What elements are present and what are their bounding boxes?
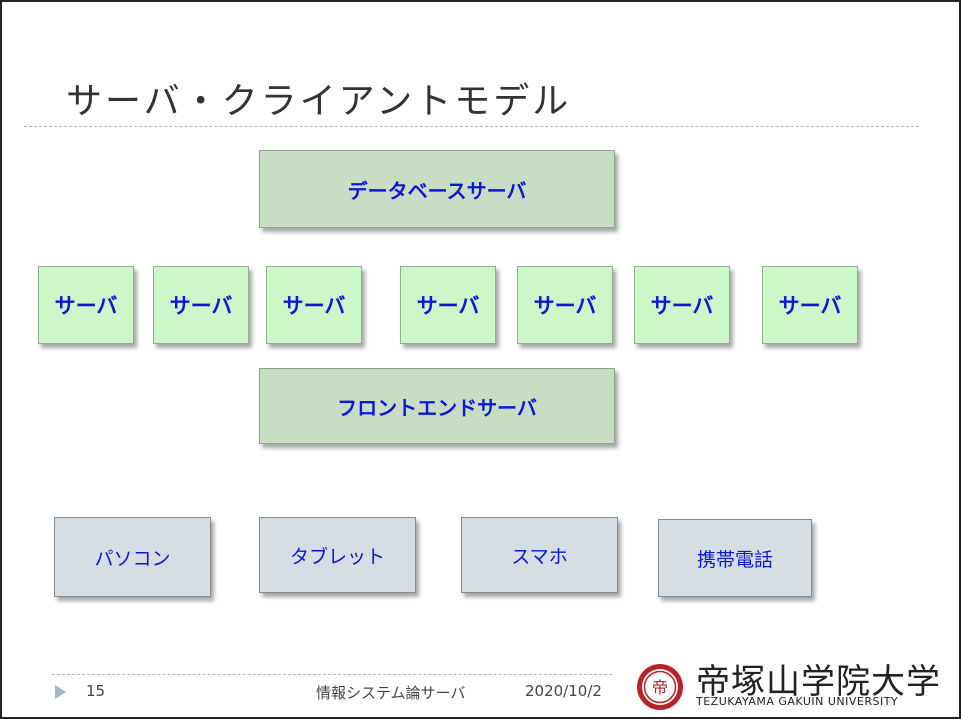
- university-name-english: TEZUKAYAMA GAKUIN UNIVERSITY: [696, 695, 899, 708]
- server-box-5: サーバ: [517, 266, 613, 344]
- slide-title: サーバ・クライアントモデル: [66, 81, 572, 122]
- client-label: パソコン: [94, 547, 171, 570]
- server-label: サーバ: [54, 294, 118, 318]
- university-name: 帝塚山学院大学: [696, 662, 941, 702]
- server-box-6: サーバ: [634, 266, 730, 344]
- university-seal-icon: 帝: [637, 664, 683, 710]
- server-label: サーバ: [282, 294, 346, 318]
- server-label: サーバ: [169, 294, 233, 318]
- server-label: サーバ: [778, 294, 842, 318]
- page-number: 15: [86, 682, 106, 700]
- server-box-4: サーバ: [400, 266, 496, 344]
- database-server-label: データベースサーバ: [347, 178, 527, 203]
- server-label: サーバ: [650, 294, 714, 318]
- server-label: サーバ: [416, 294, 480, 318]
- client-label: タブレット: [289, 545, 385, 568]
- server-box-1: サーバ: [38, 266, 134, 344]
- server-box-3: サーバ: [266, 266, 362, 344]
- slide-date: 2020/10/2: [525, 682, 602, 700]
- server-box-2: サーバ: [153, 266, 249, 344]
- client-label: スマホ: [511, 545, 568, 568]
- server-label: サーバ: [533, 294, 597, 318]
- triangle-bullet-icon: [55, 685, 66, 699]
- frontend-server-box: フロントエンドサーバ: [259, 368, 615, 444]
- client-box-mobile-phone: 携帯電話: [658, 519, 812, 597]
- footer-divider: [52, 674, 612, 675]
- seal-character: 帝: [652, 678, 668, 697]
- frontend-server-label: フロントエンドサーバ: [337, 395, 537, 420]
- database-server-box: データベースサーバ: [259, 150, 615, 228]
- server-box-7: サーバ: [762, 266, 858, 344]
- client-box-tablet: タブレット: [259, 517, 416, 593]
- course-name: 情報システム論サーバ: [316, 684, 466, 702]
- client-box-pc: パソコン: [54, 517, 211, 597]
- title-divider: [24, 126, 919, 127]
- client-label: 携帯電話: [696, 548, 773, 571]
- client-box-smartphone: スマホ: [461, 517, 618, 593]
